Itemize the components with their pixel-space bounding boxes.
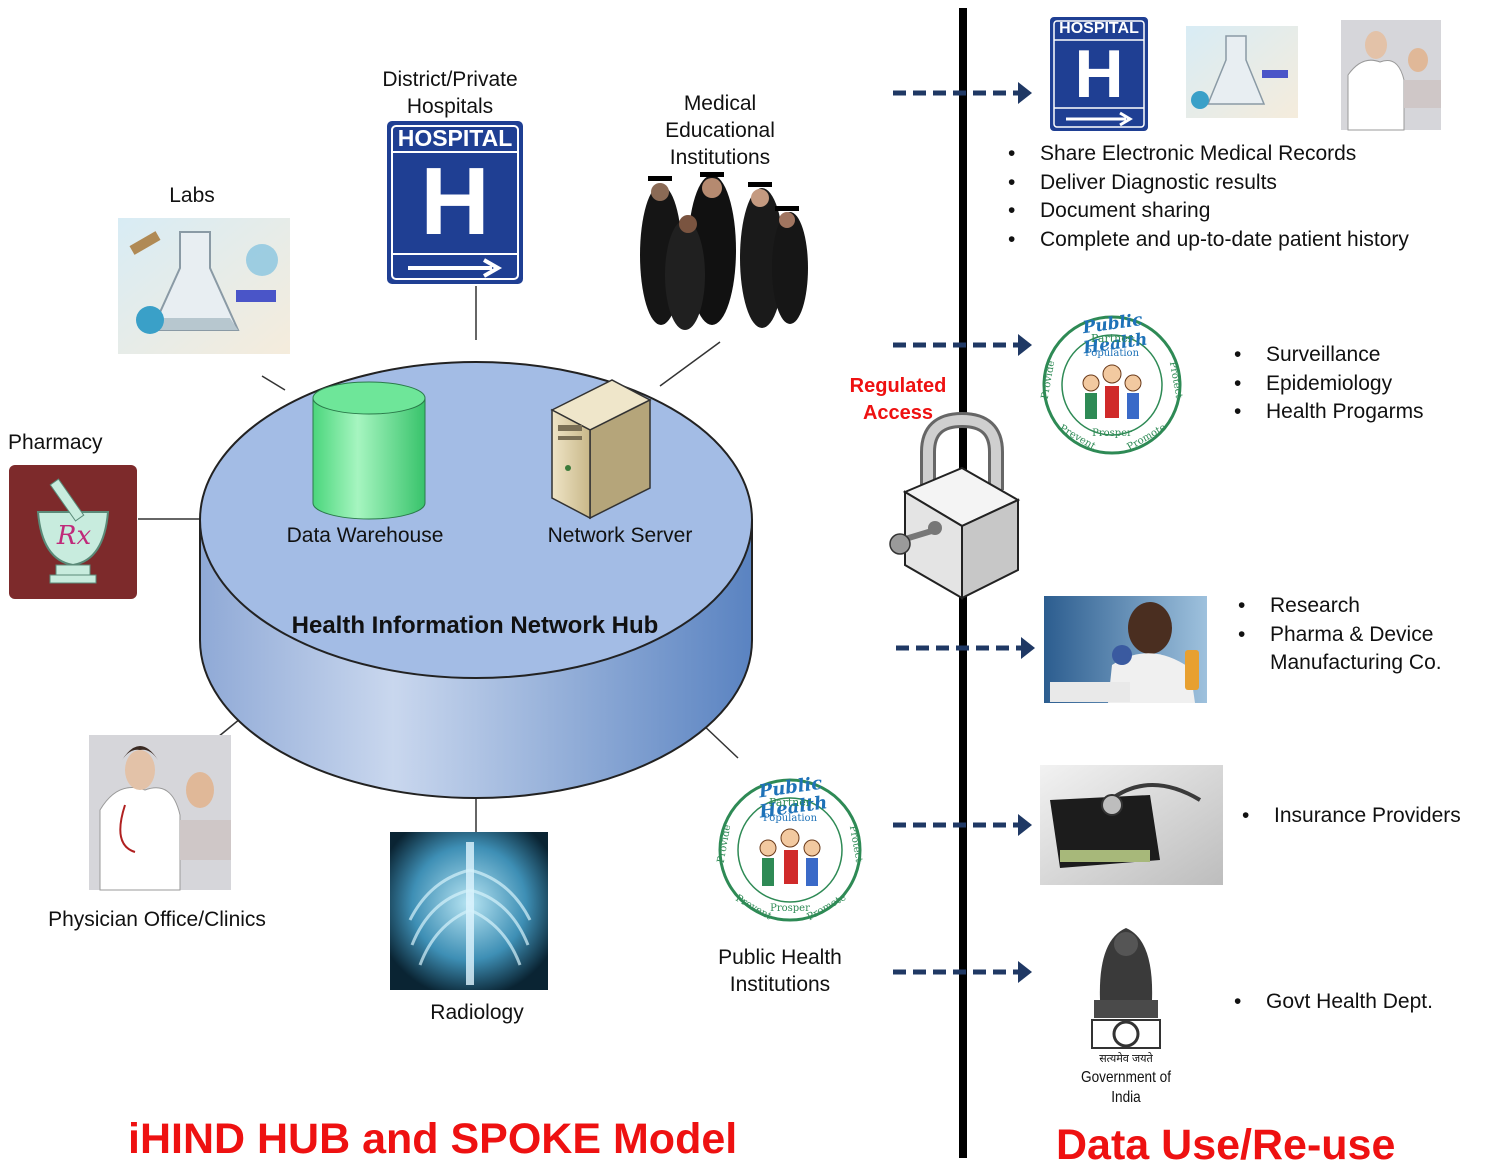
research-image (1044, 596, 1207, 703)
regulated-access-line2: Access (862, 402, 934, 424)
footer-right-title: Data Use/Re-use (1056, 1121, 1396, 1169)
reuse-group-4: Insurance Providers (1240, 802, 1461, 831)
govt-caption-hindi: सत्यमेव जयते (1099, 1053, 1153, 1065)
xray-image (390, 832, 548, 990)
regulated-access-label: Regulated Access (836, 373, 960, 427)
reuse-group-5: Govt Health Dept. (1232, 988, 1433, 1017)
hospital-sign-icon (385, 119, 525, 286)
hospital-small-sign-text: HOSPITAL (1059, 20, 1139, 37)
public-health-label: Public Health Institutions (718, 946, 842, 996)
reuse-item: Deliver Diagnostic results (1006, 169, 1409, 198)
medical-education-label: Medical Educational Institutions (665, 92, 775, 169)
reuse-group-1: Share Electronic Medical Records Deliver… (1006, 140, 1409, 254)
labs-label: Labs (169, 184, 215, 207)
reuse-group-2: Surveillance Epidemiology Health Progarm… (1232, 341, 1424, 427)
ph-bottom-partner: Partner (769, 796, 811, 809)
arrow-heads (1018, 82, 1035, 983)
public-health-logo-bottom (718, 778, 862, 922)
spoke-line-education (659, 341, 721, 387)
network-server-label: Network Server (547, 524, 693, 547)
public-health-logo-right (1042, 315, 1182, 455)
reuse-item: Research (1236, 592, 1442, 621)
radiology-label: Radiology (430, 1001, 524, 1024)
reuse-item: Complete and up-to-date patient history (1006, 226, 1409, 255)
ph-bottom-prosper: Prosper (770, 903, 810, 914)
reuse-item: Share Electronic Medical Records (1006, 140, 1409, 169)
hub-cylinder (199, 361, 753, 799)
regulated-access-line1: Regulated (849, 375, 947, 397)
pharmacy-label: Pharmacy (8, 431, 103, 454)
server-icon (550, 379, 652, 520)
data-warehouse-label: Data Warehouse (286, 524, 444, 547)
physician-image (89, 735, 231, 891)
hospital-sign-letter: H (420, 148, 490, 255)
reuse-item: Govt Health Dept. (1232, 988, 1433, 1017)
reuse-item: Epidemiology (1232, 370, 1424, 399)
graduates-image (622, 170, 820, 340)
physician-label: Physician Office/Clinics (48, 908, 266, 931)
reuse-item-line: Manufacturing Co. (1270, 651, 1442, 674)
reuse-item: Document sharing (1006, 197, 1409, 226)
ph-right-prosper: Prosper (1092, 428, 1132, 439)
india-emblem-image (1091, 928, 1161, 1049)
district-hospitals-label: District/Private Hospitals (382, 68, 518, 118)
govt-caption: Government of India (1081, 1069, 1171, 1106)
ph-bottom-population: Population (762, 813, 818, 824)
reuse-item-line: Pharma & Device (1270, 622, 1434, 646)
ph-right-partner: Partner (1091, 332, 1133, 345)
hub-title: Health Information Network Hub (291, 612, 659, 639)
physician-small-image (1341, 20, 1441, 131)
database-icon (312, 381, 426, 520)
reuse-item: Health Progarms (1232, 398, 1424, 427)
reuse-item: Insurance Providers (1240, 802, 1461, 831)
padlock-icon (889, 411, 1021, 600)
labs-image (118, 218, 290, 354)
ph-right-population: Population (1084, 348, 1140, 359)
hospital-small-sign-letter: H (1074, 36, 1124, 112)
pharmacy-icon (9, 465, 137, 599)
hospital-sign-text: HOSPITAL (397, 125, 513, 151)
reuse-item: Surveillance (1232, 341, 1424, 370)
hospital-sign-small-icon (1048, 15, 1150, 133)
insurance-image (1040, 765, 1223, 885)
dashed-arrows (893, 90, 1023, 975)
footer-left-title: iHIND HUB and SPOKE Model (128, 1115, 738, 1163)
spoke-line-labs (261, 375, 286, 391)
pharmacy-rx-text: Rx (56, 521, 92, 551)
labs-small-image (1186, 26, 1298, 118)
